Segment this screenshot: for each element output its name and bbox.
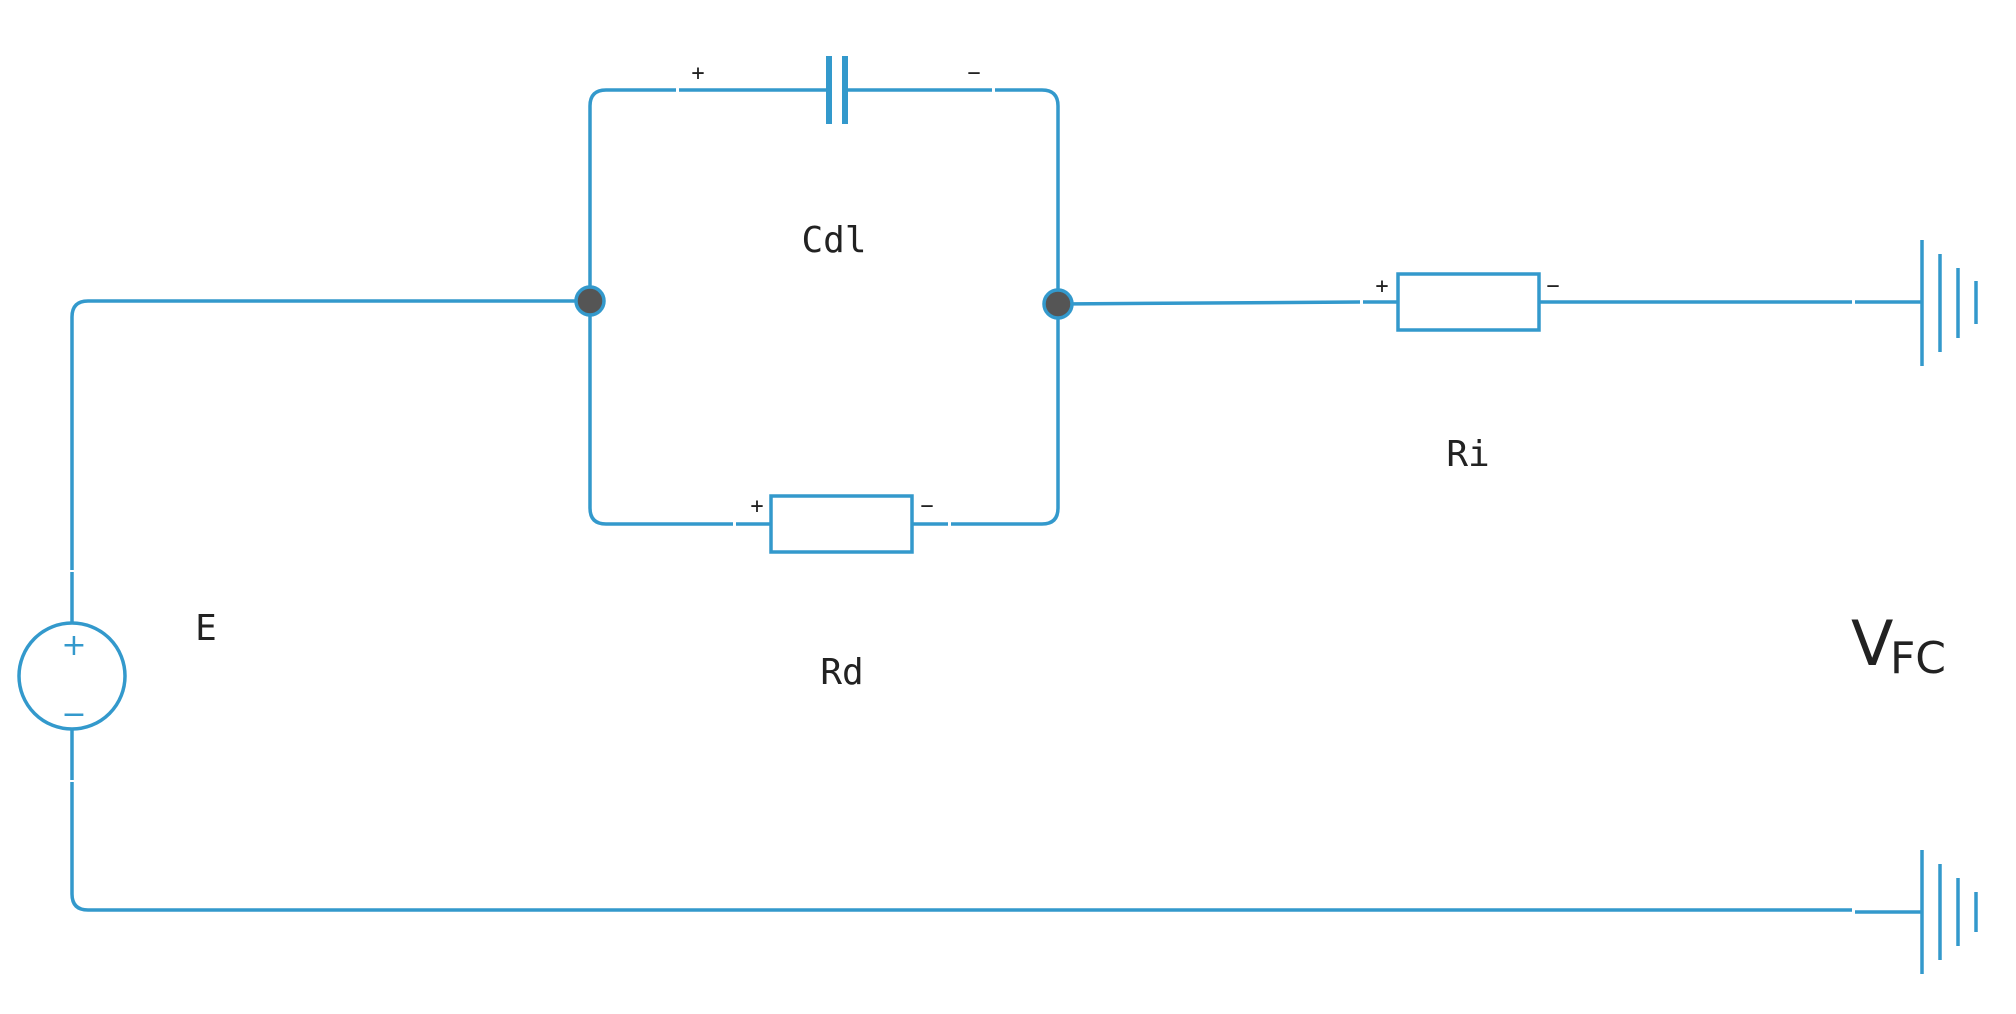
ri-plus-sign: + xyxy=(1375,274,1388,299)
wire-bottom-return xyxy=(70,782,1852,912)
capacitor-label: Cdl xyxy=(801,220,866,261)
wire-cap-right xyxy=(995,88,1060,304)
wire-source-top xyxy=(70,299,590,570)
rd-minus-sign: − xyxy=(920,494,933,519)
voltage-source-e[interactable] xyxy=(17,621,127,731)
source-label: E xyxy=(195,608,217,649)
junction-node-right[interactable] xyxy=(1042,288,1074,320)
vfc-label-subscript: FC xyxy=(1890,633,1946,684)
resistor-rd[interactable] xyxy=(769,494,914,554)
capacitor-cdl[interactable] xyxy=(826,56,848,124)
junction-node-left[interactable] xyxy=(574,285,606,317)
wire-rd-left xyxy=(588,301,733,526)
source-plus-sign: + xyxy=(61,628,86,663)
wire-cap-left xyxy=(588,88,676,301)
vfc-label-main: V xyxy=(1851,607,1893,680)
ri-minus-sign: − xyxy=(1546,274,1559,299)
capacitor-minus-sign: − xyxy=(967,61,980,86)
ground-top-icon[interactable] xyxy=(1920,240,1978,366)
capacitor-plus-sign: + xyxy=(691,61,704,86)
wire-node-to-ri xyxy=(1057,300,1361,306)
rd-label: Rd xyxy=(820,652,863,693)
resistor-ri[interactable] xyxy=(1396,272,1541,332)
ground-bottom-icon[interactable] xyxy=(1920,850,1978,974)
rd-plus-sign: + xyxy=(750,494,763,519)
ri-label: Ri xyxy=(1446,434,1489,475)
wire-rd-right xyxy=(951,304,1060,526)
source-minus-sign: − xyxy=(61,697,86,732)
